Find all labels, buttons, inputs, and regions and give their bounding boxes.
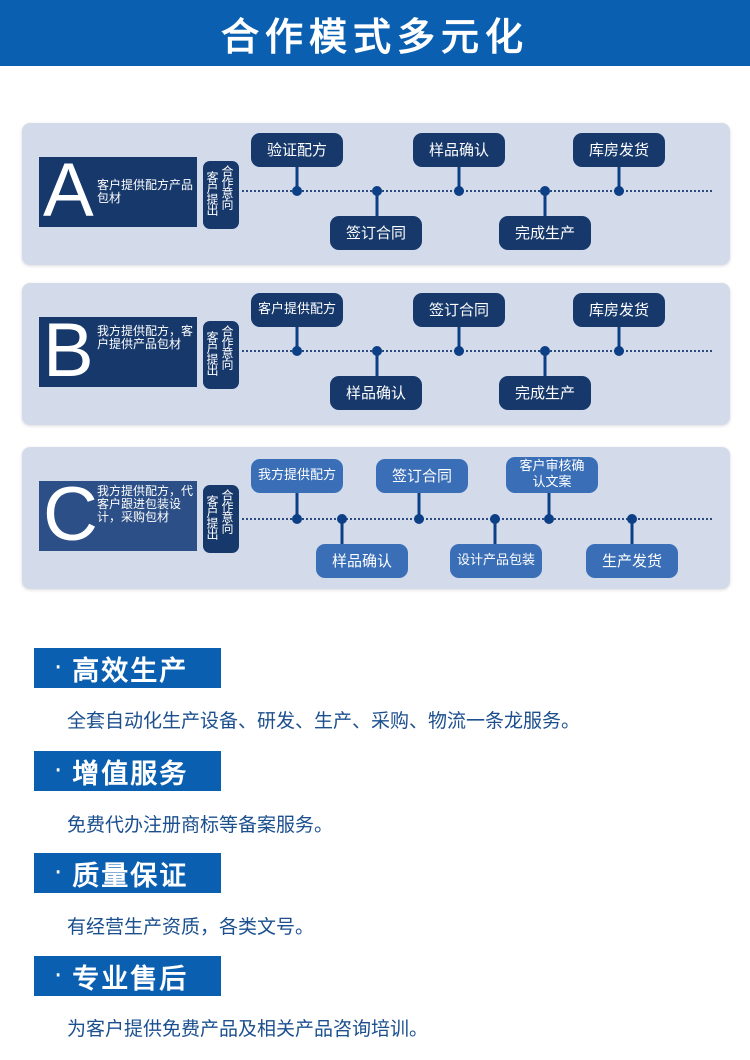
page-title: 合作模式多元化 [220,14,529,59]
mode-letter: A [43,148,94,233]
client-text: 客户提出 [205,495,219,539]
timeline-dot [337,514,347,524]
step-client-review: 客户审核确认文案 [506,457,598,493]
step-sample-confirm: 样品确认 [330,376,422,410]
step-warehouse-ship: 库房发货 [573,293,665,327]
section-text: 为客户提供免费产品及相关产品咨询培训。 [67,1018,429,1040]
step-warehouse-ship: 库房发货 [573,133,665,167]
step-sign-contract: 签订合同 [376,459,468,493]
step-sample-confirm: 样品确认 [413,133,505,167]
timeline [242,350,712,352]
connector [617,327,621,349]
client-text: 客户提出 [205,171,219,215]
connector [617,167,621,189]
section-title: 专业售后 [72,963,189,995]
section-header-aftersales: · 专业售后 [34,956,221,996]
connector [375,191,379,217]
section-header-quality: · 质量保证 [34,853,221,893]
connector [547,493,551,517]
step-production-ship: 生产发货 [586,544,678,578]
section-text: 免费代办注册商标等备案服务。 [67,814,334,836]
timeline [242,518,712,520]
bullet-dot: · [54,756,63,786]
connector [457,327,461,349]
timeline-dot [540,186,550,196]
connector [543,351,547,377]
bullet-dot: · [54,858,63,888]
mode-letter: C [43,472,98,557]
step-production-done: 完成生产 [499,376,591,410]
section-title: 高效生产 [72,655,189,687]
step-production-done: 完成生产 [499,216,591,250]
connector [417,493,421,517]
mode-description: 客户提供配方产品包材 [97,178,194,205]
timeline-dot [372,346,382,356]
intent-box: 合作意向 客户提出 [203,161,239,229]
panel-a: A 客户提供配方产品包材 合作意向 客户提出 验证配方 签订合同 样品确认 完成… [22,123,730,265]
section-header-value: · 增值服务 [34,751,221,791]
step-package-design: 设计产品包装 [450,544,542,578]
client-text: 客户提出 [205,331,219,375]
step-client-formula: 客户提供配方 [251,293,343,327]
section-text: 全套自动化生产设备、研发、生产、采购、物流一条龙服务。 [67,710,581,732]
connector [493,519,497,545]
timeline-dot [614,346,624,356]
intent-box: 合作意向 客户提出 [203,485,239,553]
timeline-dot [292,186,302,196]
timeline-dot [454,186,464,196]
bullet-dot: · [54,653,63,683]
timeline-dot [544,514,554,524]
mode-description: 我方提供配方，客户提供产品包材 [97,324,194,351]
connector [340,519,344,545]
connector [375,351,379,377]
step-our-formula: 我方提供配方 [251,459,343,493]
mode-label-box: B 我方提供配方，客户提供产品包材 [39,311,197,391]
timeline-dot [614,186,624,196]
section-text: 有经营生产资质，各类文号。 [67,916,315,938]
step-sample-confirm: 样品确认 [316,544,408,578]
panel-c: C 我方提供配方，代客户跟进包装设计，采购包材 合作意向 客户提出 我方提供配方… [22,447,730,589]
timeline [242,190,712,192]
mode-label-box: A 客户提供配方产品包材 [39,151,197,231]
connector [543,191,547,217]
timeline-dot [414,514,424,524]
connector [630,519,634,545]
timeline-dot [540,346,550,356]
timeline-dot [292,346,302,356]
timeline-dot [490,514,500,524]
intent-text: 合作意向 [220,165,234,209]
step-sign-contract: 签订合同 [413,293,505,327]
mode-description: 我方提供配方，代客户跟进包装设计，采购包材 [97,484,194,524]
intent-text: 合作意向 [220,325,234,369]
timeline-dot [372,186,382,196]
step-verify-formula: 验证配方 [251,133,343,167]
intent-text: 合作意向 [220,489,234,533]
connector [457,167,461,189]
mode-letter: B [43,308,94,393]
step-sign-contract: 签订合同 [330,216,422,250]
timeline-dot [454,346,464,356]
timeline-dot [627,514,637,524]
header-banner: 合作模式多元化 [0,0,750,66]
panel-b: B 我方提供配方，客户提供产品包材 合作意向 客户提出 客户提供配方 样品确认 … [22,283,730,425]
connector [295,493,299,517]
connector [295,327,299,349]
bullet-dot: · [54,961,63,991]
timeline-dot [292,514,302,524]
section-title: 质量保证 [72,860,189,892]
intent-box: 合作意向 客户提出 [203,321,239,389]
mode-label-box: C 我方提供配方，代客户跟进包装设计，采购包材 [39,475,197,555]
connector [295,167,299,189]
section-header-efficient: · 高效生产 [34,648,221,688]
section-title: 增值服务 [72,758,189,790]
